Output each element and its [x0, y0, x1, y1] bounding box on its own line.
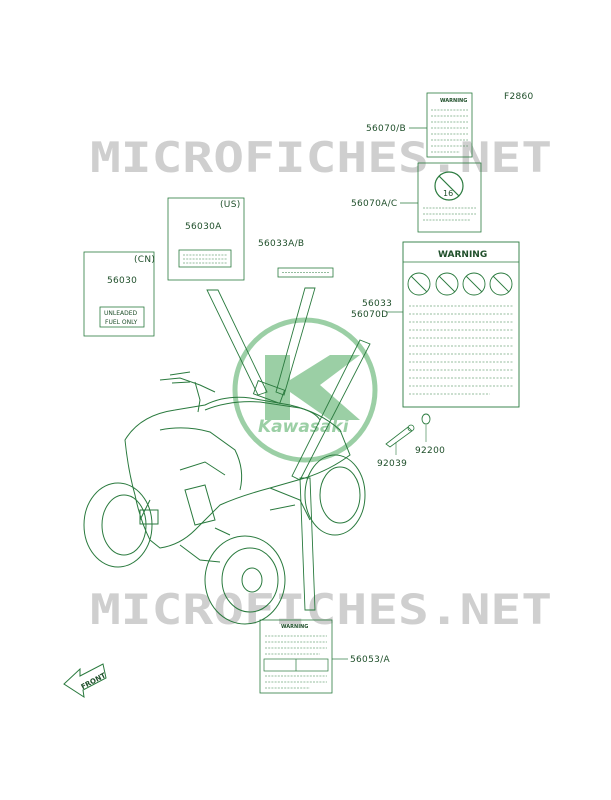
- decal-56070b: [426, 92, 473, 158]
- pictogram-2-icon: [435, 272, 459, 296]
- atv-seat: [204, 401, 321, 421]
- leader-56053: [299, 477, 316, 611]
- pictogram-1-icon: [407, 272, 431, 296]
- atv-outline: [83, 371, 366, 625]
- age-warning-icon: [434, 171, 464, 201]
- fuel-decal-line-1: UNLEADED: [104, 310, 138, 317]
- group-cn-part: 56030: [107, 276, 137, 286]
- group-us-frame: [167, 197, 245, 281]
- decal-56033: [402, 241, 520, 408]
- kawasaki-logo: Kawasaki: [232, 317, 378, 463]
- callout-56033: 56033 56070D WARNING: [351, 241, 520, 408]
- callout-56033ab: 56033A/B: [258, 239, 334, 278]
- decal-56070ac-text-lines: [423, 207, 476, 221]
- decal-56033-warning: WARNING: [438, 250, 487, 260]
- fuel-decal-line-2: FUEL ONLY: [105, 319, 138, 326]
- wheel-rear-right: [304, 454, 366, 536]
- group-us-part: 56030A: [185, 222, 222, 232]
- watermark-bottom: MICROFICHES.NET: [90, 585, 552, 634]
- group-cn: (CN) 56030 UNLEADED FUEL ONLY: [83, 251, 155, 337]
- age-warning-number: 16: [443, 189, 453, 198]
- us-decal: [178, 249, 232, 268]
- washer-92200: [421, 413, 431, 425]
- callout-fasteners: 92200 92039: [377, 413, 445, 469]
- callout-56070ac-label: 56070A/C: [351, 199, 398, 209]
- callout-92200-label: 92200: [415, 446, 445, 456]
- group-us-region: (US): [220, 200, 241, 210]
- callout-56053a: 56053/A WARNING: [259, 619, 390, 694]
- callout-56070b: 56070/B WARNING: [366, 92, 473, 158]
- atv-handlebar: [159, 377, 216, 393]
- callout-56033ab-label: 56033A/B: [258, 239, 304, 249]
- logo-text: Kawasaki: [258, 417, 350, 437]
- pictogram-3-icon: [462, 272, 486, 296]
- callout-56070ac: 56070A/C 16: [351, 162, 482, 233]
- callout-56053a-label: 56053/A: [350, 655, 390, 665]
- group-us: (US) 56030A: [167, 197, 245, 281]
- decal-56053a: [259, 619, 333, 694]
- pictogram-4-icon: [489, 272, 513, 296]
- leader-56033ab: [275, 287, 316, 396]
- decal-56053a-warning: WARNING: [281, 624, 308, 630]
- wheel-rear-left: [83, 482, 153, 568]
- decal-56033-text-lines: [409, 305, 514, 395]
- front-arrow-icon: FRONT: [63, 663, 107, 699]
- decal-56070b-warning: WARNING: [440, 98, 467, 104]
- callout-56033-label-1: 56033: [362, 299, 392, 309]
- callout-56033-label-2: 56070D: [351, 310, 388, 320]
- diagram-code: F2860: [504, 92, 534, 102]
- us-decal-text-lines: [183, 254, 227, 264]
- wheel-front: [204, 535, 286, 625]
- decal-56033-pictograms: [407, 272, 513, 296]
- decal-56070ac: [417, 162, 482, 233]
- watermark-top: MICROFICHES.NET: [90, 133, 552, 182]
- group-cn-region: (CN): [134, 255, 155, 265]
- leader-us: [206, 289, 268, 396]
- logo-ring: [232, 317, 378, 463]
- decal-56070b-text-lines: [431, 109, 468, 153]
- callout-56070b-label: 56070/B: [366, 124, 406, 134]
- fuel-decal: [99, 306, 145, 328]
- logo-k-mark: [265, 355, 360, 420]
- callout-92039-label: 92039: [377, 459, 407, 469]
- decal-56053a-text-lines: [265, 635, 327, 689]
- rivet-92039: [385, 426, 413, 448]
- leader-lines: [206, 287, 371, 611]
- decal-56033ab: [277, 267, 334, 278]
- group-cn-frame: [83, 251, 155, 337]
